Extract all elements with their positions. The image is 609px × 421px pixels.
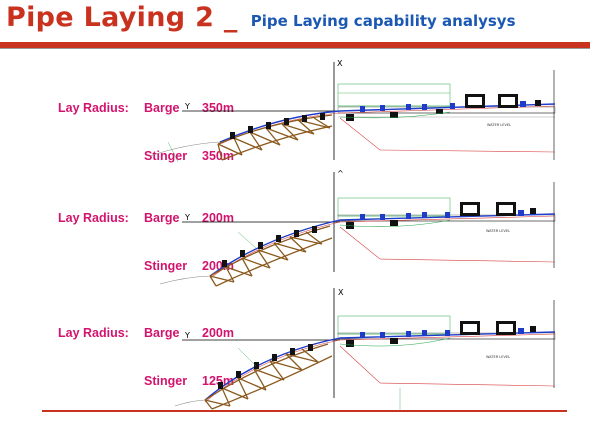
stinger-value: 350m — [202, 149, 234, 163]
barge-label: Barge — [144, 326, 180, 340]
barge-label: Barge — [144, 101, 180, 115]
x-axis-label: X — [337, 59, 343, 68]
title-subtitle: Pipe Laying capability analysys — [250, 12, 516, 30]
stinger-label: Stinger — [144, 259, 188, 273]
svg-text:^: ^ — [337, 169, 344, 178]
lay-radius-label: Lay Radius: — [58, 101, 129, 115]
stinger-label: Stinger — [144, 149, 188, 163]
stinger-label: Stinger — [144, 374, 188, 388]
barge-value: 200m — [202, 211, 234, 225]
barge-value: 350m — [202, 101, 234, 115]
svg-text:WATER LEVEL: WATER LEVEL — [487, 123, 511, 127]
barge-label: Barge — [144, 211, 180, 225]
barge-value: 200m — [202, 326, 234, 340]
slide-title: Pipe Laying 2 _ Pipe Laying capability a… — [6, 2, 516, 33]
panel-1-labels: Lay Radius: Barge 350m Stinger 350m — [58, 68, 234, 196]
svg-text:WATER LEVEL: WATER LEVEL — [486, 355, 510, 359]
pipe-lay-diagram-1: X Y WATER — [149, 59, 556, 163]
header-rule — [0, 42, 609, 49]
y-axis-label: Y — [184, 331, 190, 340]
panel-1: Lay Radius: Barge 350m Stinger 350m X Y — [50, 59, 560, 172]
pipe-lay-diagram-3: X Y WATER LEVEL — [174, 288, 556, 410]
lay-radius-label: Lay Radius: — [58, 326, 129, 340]
y-axis-label: Y — [184, 213, 190, 222]
lay-radius-label: Lay Radius: — [58, 211, 129, 225]
x-axis-label: X — [338, 288, 344, 297]
title-main: Pipe Laying 2 _ — [6, 2, 238, 33]
y-axis-label: Y — [184, 102, 190, 111]
pipe-lay-diagram-2: ^ Y WATER LEVEL — [159, 169, 556, 287]
footer-rule — [42, 410, 567, 412]
svg-text:WATER LEVEL: WATER LEVEL — [486, 229, 510, 233]
